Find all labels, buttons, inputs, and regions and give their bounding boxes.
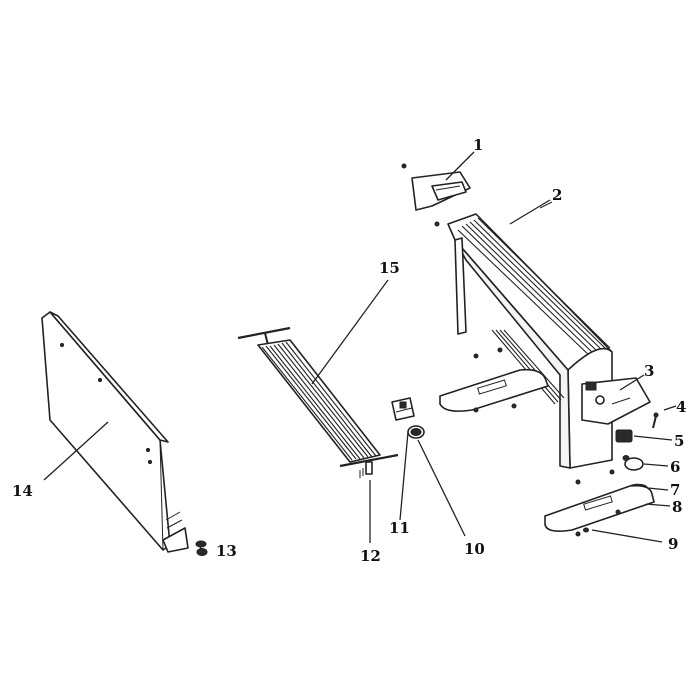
callout-6: 6 [670, 458, 680, 476]
part-3-control-panel [581, 377, 651, 425]
leader-lines [43, 151, 677, 543]
leader-10 [417, 439, 466, 537]
callout-10: 10 [464, 540, 485, 558]
leader-11 [399, 431, 409, 521]
leader-6 [643, 463, 669, 467]
part-13-screw [195, 540, 208, 556]
part-5-switch [615, 429, 633, 443]
callout-5: 5 [674, 432, 684, 450]
part-10-thermostat [407, 425, 425, 439]
callout-1: 1 [473, 136, 483, 154]
leader-2 [509, 199, 551, 225]
leader-15 [311, 279, 389, 385]
callout-2: 2 [552, 186, 562, 204]
part-1-top-cover [401, 163, 471, 227]
callout-15: 15 [379, 259, 400, 277]
part-8-foot-front [544, 469, 655, 537]
part-14-front-panel [41, 311, 189, 553]
part-6-knob [622, 455, 644, 471]
callout-14: 14 [12, 482, 33, 500]
leader-3 [619, 374, 645, 391]
leader-14 [43, 421, 109, 481]
callout-labels: 1 2 3 4 5 6 7 8 9 10 11 12 13 14 15 [12, 136, 686, 565]
part-2-housing [447, 201, 613, 469]
part-8-foot-rear [439, 347, 549, 413]
callout-3: 3 [644, 362, 654, 380]
callout-8: 8 [672, 498, 682, 516]
callout-11: 11 [389, 519, 410, 537]
callout-4: 4 [676, 398, 686, 416]
leader-7 [647, 487, 669, 491]
part-15-heating-element [237, 326, 399, 478]
leader-5 [633, 435, 673, 441]
leader-8 [645, 503, 671, 507]
callout-13: 13 [216, 542, 237, 560]
callout-9: 9 [668, 535, 678, 553]
leader-1 [445, 151, 475, 181]
part-11-bracket [391, 397, 415, 421]
callout-12: 12 [360, 547, 381, 565]
part-4-screw [652, 412, 659, 429]
callout-7: 7 [670, 481, 680, 499]
part-9-screw [583, 527, 589, 533]
leader-9 [591, 529, 663, 543]
leader-4 [663, 405, 677, 411]
